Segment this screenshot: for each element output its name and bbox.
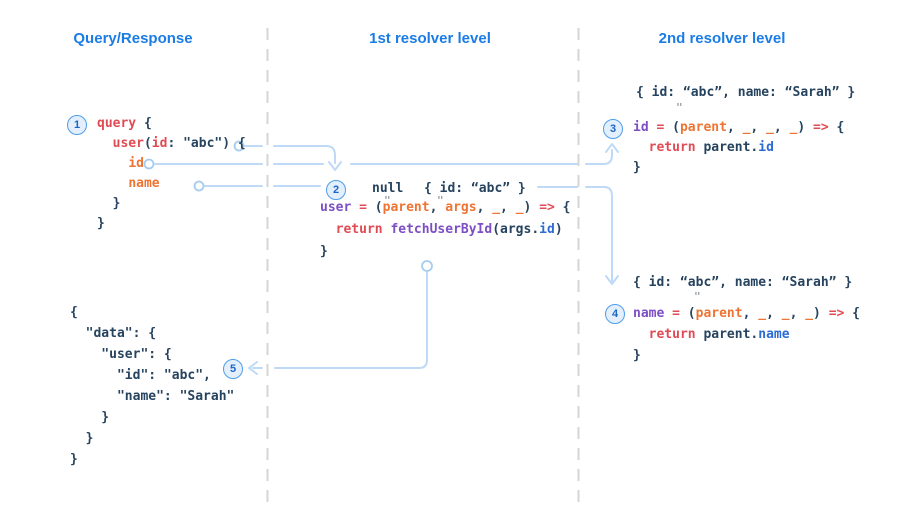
connector-dot-user — [233, 140, 245, 152]
ditto-mark: " — [694, 290, 701, 303]
arrowhead-left-icon — [248, 361, 258, 375]
resolver3-code-block: name = (parent, _, _, _) => { return par… — [633, 306, 861, 363]
arrow-args-to-resolver3 — [537, 186, 613, 282]
step-badge-1: 1 — [67, 115, 87, 135]
step-badge-3: 3 — [603, 119, 623, 139]
response-code-block: { "data": { "user": { "id": "abc", "name… — [70, 305, 235, 467]
arrowhead-down-icon — [605, 275, 619, 285]
arrow-return-to-response — [252, 271, 428, 369]
resolver3-parent-value: { id: “abc”, name: “Sarah” } — [633, 275, 853, 290]
resolver1-parent-value: null — [372, 181, 404, 196]
arrow-user-to-resolver1 — [244, 145, 336, 164]
resolver2-parent-value: { id: “abc”, name: “Sarah” } — [636, 85, 856, 100]
step-badge-2: 2 — [326, 180, 346, 200]
ditto-mark: " — [384, 194, 391, 207]
step-badge-4: 4 — [605, 304, 625, 324]
column-header-2nd-resolver: 2nd resolver level — [658, 30, 786, 47]
ditto-mark: " — [676, 101, 683, 114]
query-code-block: query { user(id: "abc") { id name }} — [97, 116, 246, 231]
connector-dot-name — [193, 180, 205, 192]
column-header-1st-resolver: 1st resolver level — [369, 30, 491, 47]
connector-dot-return — [421, 260, 433, 272]
ditto-mark: " — [437, 194, 444, 207]
arrowhead-up-icon — [605, 143, 619, 153]
step-badge-5: 5 — [223, 359, 243, 379]
resolver2-code-block: id = (parent, _, _, _) => { return paren… — [633, 120, 845, 175]
arrow-id-to-resolver2 — [154, 149, 613, 165]
resolver1-args-value: { id: “abc” } — [424, 181, 526, 196]
connector-dot-id — [143, 158, 155, 170]
column-divider — [266, 28, 580, 506]
arrowhead-down-icon — [328, 161, 342, 171]
column-header-query-response: Query/Response — [73, 30, 193, 47]
resolver1-code-block: user = (parent, args, _, _) => { return … — [320, 200, 571, 259]
